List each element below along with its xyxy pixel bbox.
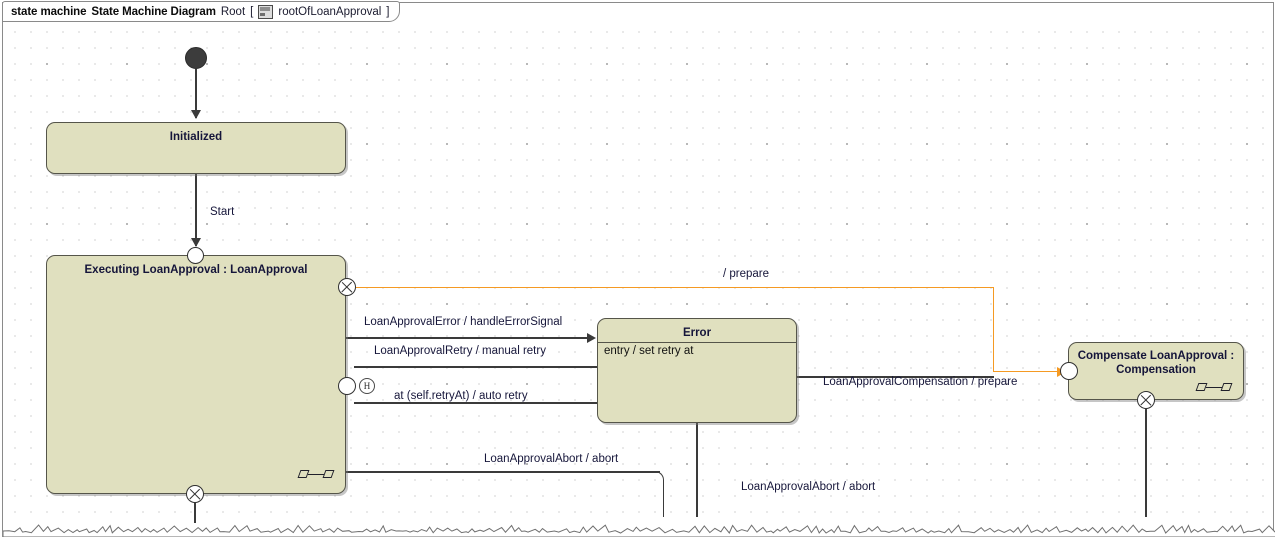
diagram-torn-bottom-edge: [3, 515, 1275, 537]
arrowhead-initial-to-initialized: [191, 110, 201, 119]
diagram-type-label: State Machine Diagram: [91, 5, 216, 18]
entry-point-compensate[interactable]: [1060, 362, 1078, 380]
initial-pseudostate[interactable]: [185, 47, 207, 69]
transition-abort-1-horizontal[interactable]: [346, 471, 660, 473]
transition-start-label: Start: [210, 206, 235, 218]
exit-point-compensate[interactable]: [1137, 391, 1155, 409]
transition-abort-1-down[interactable]: [662, 484, 664, 517]
root-element-name: rootOfLoanApproval: [278, 5, 382, 18]
transition-auto-retry-label: at (self.retryAt) / auto retry: [394, 390, 528, 402]
bracket-close: ]: [386, 5, 390, 18]
transition-abort-2-label: LoanApprovalAbort / abort: [741, 481, 876, 493]
state-executing-title: Executing LoanApproval : LoanApproval: [84, 264, 308, 276]
state-executing-loanapproval[interactable]: Executing LoanApproval : LoanApproval: [46, 255, 346, 494]
submachine-reference-icon-compensate: [1195, 382, 1233, 392]
transition-error-label: LoanApprovalError / handleErrorSignal: [364, 316, 563, 328]
exit-point-executing-prepare[interactable]: [338, 278, 356, 296]
state-error-entry-action: entry / set retry at: [604, 345, 694, 357]
transition-error-line[interactable]: [346, 337, 590, 339]
state-error-compartment-divider: [598, 342, 796, 343]
state-compensate-loanapproval[interactable]: Compensate LoanApproval : Compensation: [1068, 342, 1244, 400]
transition-manual-retry-label: LoanApprovalRetry / manual retry: [374, 345, 546, 357]
transition-prepare-segment-horizontal[interactable]: [356, 286, 994, 289]
submachine-reference-icon-executing: [297, 469, 335, 479]
transition-manual-retry-line[interactable]: [354, 366, 598, 368]
history-pseudostate[interactable]: H: [359, 378, 375, 394]
entry-point-executing-start[interactable]: [187, 247, 204, 264]
transition-compensation-line[interactable]: [797, 376, 994, 378]
transition-start[interactable]: [195, 174, 197, 246]
state-compensate-title-line2: Compensation: [1116, 364, 1196, 376]
transition-prepare-segment-to-entry[interactable]: [993, 370, 1061, 373]
transition-abort-1-corner: [650, 471, 664, 485]
arrowhead-start: [191, 238, 201, 247]
state-initialized-title: Initialized: [169, 131, 223, 143]
bracket-open: [: [250, 5, 254, 18]
entry-point-executing-retry[interactable]: [338, 377, 356, 395]
transition-auto-retry-line[interactable]: [354, 402, 598, 404]
transition-initial-to-initialized[interactable]: [195, 69, 197, 118]
state-compensate-title-line1: Compensate LoanApproval :: [1077, 350, 1235, 362]
state-error-title: Error: [682, 327, 712, 339]
transition-prepare-segment-vertical[interactable]: [992, 287, 995, 371]
diagram-context-label: Root: [220, 5, 246, 18]
exit-point-executing-abort[interactable]: [186, 485, 204, 503]
transition-abort-1-vertical[interactable]: [194, 503, 196, 523]
transition-prepare-label: / prepare: [723, 268, 770, 280]
state-initialized[interactable]: Initialized: [46, 122, 346, 174]
arrowhead-error: [587, 333, 596, 343]
transition-abort-2-line[interactable]: [696, 423, 698, 517]
state-error[interactable]: Error entry / set retry at: [597, 318, 797, 423]
state-machine-icon: [258, 4, 274, 19]
transition-abort-1-label: LoanApprovalAbort / abort: [484, 453, 619, 465]
transition-compensate-exit-down[interactable]: [1145, 409, 1147, 517]
diagram-keyword: state machine: [11, 5, 87, 18]
diagram-header-tab[interactable]: state machine State Machine Diagram Root…: [2, 1, 400, 22]
transition-compensation-label: LoanApprovalCompensation / prepare: [823, 376, 1018, 388]
